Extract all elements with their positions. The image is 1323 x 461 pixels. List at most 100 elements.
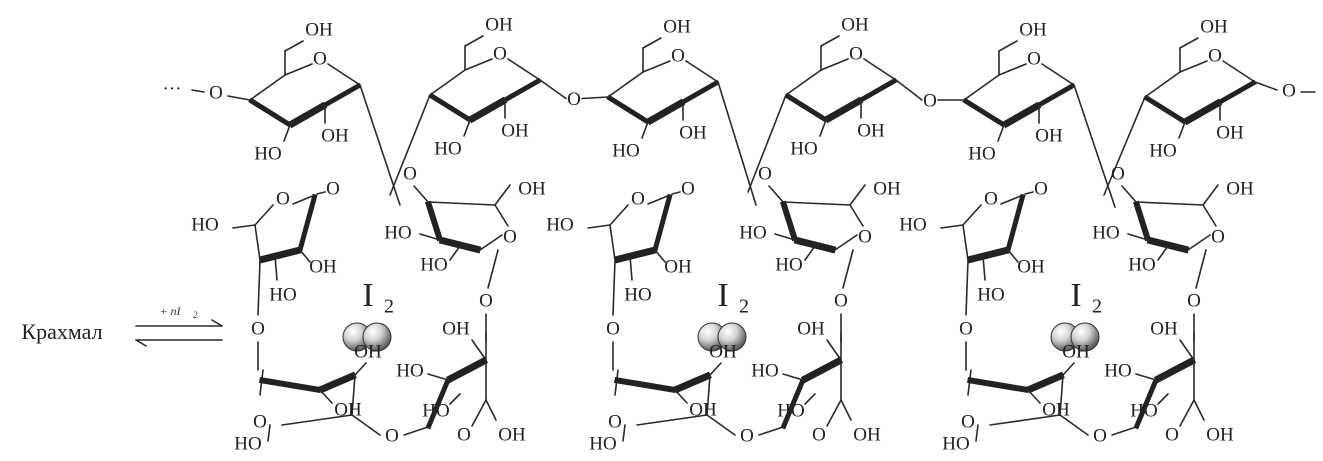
hydroxyl-label: OH — [841, 14, 869, 35]
ring-bond — [782, 201, 851, 206]
hydroxyl-label: HO — [624, 284, 651, 305]
glycosidic-bond — [403, 426, 429, 436]
hydroxyl-label: HO — [1130, 400, 1157, 421]
ring-bond — [609, 204, 629, 226]
helix-bond — [842, 249, 854, 289]
ring-bond — [962, 204, 982, 226]
hydroxyl-label: OH — [442, 318, 470, 339]
hydroxyl-label: OH — [1062, 341, 1090, 362]
glycosidic-oxygen-label: O — [681, 178, 695, 199]
oh-bond — [1027, 389, 1041, 404]
ring-bold-bond — [287, 101, 328, 129]
ring-bond — [647, 194, 671, 205]
hydroxyl-label: HO — [751, 360, 778, 381]
ring-oxygen-label: O — [631, 188, 645, 209]
oh-bond — [709, 362, 722, 376]
ring-bond — [1041, 63, 1075, 86]
ch2-bond — [849, 184, 866, 206]
ring-bold-bond — [614, 376, 676, 394]
ring-bond — [427, 201, 496, 206]
ring-bond — [249, 74, 286, 101]
iodine-atom-sphere — [1070, 322, 1100, 352]
hydroxyl-label: OH — [1017, 256, 1045, 277]
hydroxyl-label: HO — [422, 400, 449, 421]
ring-bond — [327, 63, 361, 86]
ring-bold-bond — [793, 236, 837, 254]
hydroxyl-label: HO — [269, 284, 296, 305]
ring-bond — [1179, 399, 1195, 427]
ch2-bond — [284, 40, 304, 52]
hydroxyl-label: HO — [589, 433, 616, 454]
hydroxyl-label: HO — [384, 222, 411, 243]
ch2-bond — [820, 35, 840, 47]
ch2-bond — [622, 424, 626, 442]
helix-bond — [1195, 249, 1207, 289]
oh-bond — [1157, 245, 1169, 261]
ch2-bond — [232, 224, 256, 229]
glycosidic-bond — [539, 79, 567, 100]
glycosidic-oxygen-label: O — [1111, 163, 1125, 184]
ring-bold-bond — [613, 246, 657, 264]
ring-bond — [963, 74, 1000, 101]
oh-bond — [1135, 373, 1157, 381]
ring-oxygen-label: O — [253, 411, 267, 432]
ring-bond — [254, 224, 261, 261]
ch2-bond — [975, 424, 979, 442]
hydroxyl-label: OH — [873, 178, 901, 199]
ring-bold-bond — [248, 97, 292, 128]
ring-oxygen-label: O — [276, 188, 290, 209]
ring-oxygen-label: O — [1165, 424, 1179, 445]
reagent-subscript: 2 — [193, 310, 198, 320]
ch2-bond — [267, 424, 271, 442]
ring-bond — [284, 63, 313, 76]
ring-bond — [1135, 201, 1204, 206]
ring-oxygen-label: O — [313, 48, 327, 69]
reactant-label: Крахмал — [21, 319, 102, 344]
glycosidic-bond — [227, 95, 251, 101]
oh-bond — [819, 119, 827, 137]
glycosidic-bond — [895, 79, 923, 101]
ring-bold-bond — [428, 92, 472, 123]
glycosidic-bond — [1059, 414, 1089, 436]
ring-bond — [962, 224, 969, 261]
iodine-atom-sphere — [717, 322, 747, 352]
glycosidic-oxygen-label: O — [923, 90, 937, 111]
ring-bond — [1222, 60, 1256, 83]
ring-bond — [254, 204, 274, 226]
ring-bond — [768, 185, 784, 203]
hydroxyl-label: HO — [899, 214, 926, 235]
glycosidic-oxygen-label: O — [567, 89, 581, 110]
hydroxyl-label: OH — [1035, 125, 1063, 146]
ring-bold-bond — [962, 97, 1006, 128]
ch2-bond — [998, 40, 1018, 52]
oh-bond — [299, 249, 311, 263]
hydroxyl-label: OH — [853, 424, 881, 445]
helix-link-bond — [389, 94, 431, 196]
helix-link-bond — [717, 81, 757, 206]
ring-bond — [494, 204, 509, 227]
hydroxyl-label: HO — [977, 284, 1004, 305]
oh-bond — [427, 373, 449, 381]
ring-bond — [1121, 185, 1137, 203]
ring-bond — [292, 194, 316, 205]
oh-bond — [804, 245, 816, 261]
helix-bond — [612, 259, 616, 316]
hydroxyl-label: HO — [1104, 360, 1131, 381]
iodine-subscript: 2 — [739, 296, 749, 318]
hydroxyl-label: OH — [334, 399, 362, 420]
oh-bond — [274, 255, 278, 281]
glycosidic-bond — [1254, 81, 1278, 91]
ring-bold-bond — [1005, 193, 1026, 252]
oh-bond — [319, 389, 333, 404]
ch2-bond — [940, 224, 964, 229]
glycosidic-oxygen-label: O — [740, 425, 754, 446]
ring-bold-bond — [1143, 94, 1187, 125]
hydroxyl-label: HO — [396, 360, 423, 381]
glycosidic-oxygen-label: O — [1093, 425, 1107, 446]
hydroxyl-label: OH — [664, 256, 692, 277]
hydroxyl-label: HO — [1149, 140, 1176, 161]
hydroxyl-label: OH — [501, 120, 529, 141]
chain-continues-left: ··· — [163, 78, 182, 99]
oh-bond — [982, 255, 986, 281]
glycosidic-bond — [351, 414, 381, 436]
